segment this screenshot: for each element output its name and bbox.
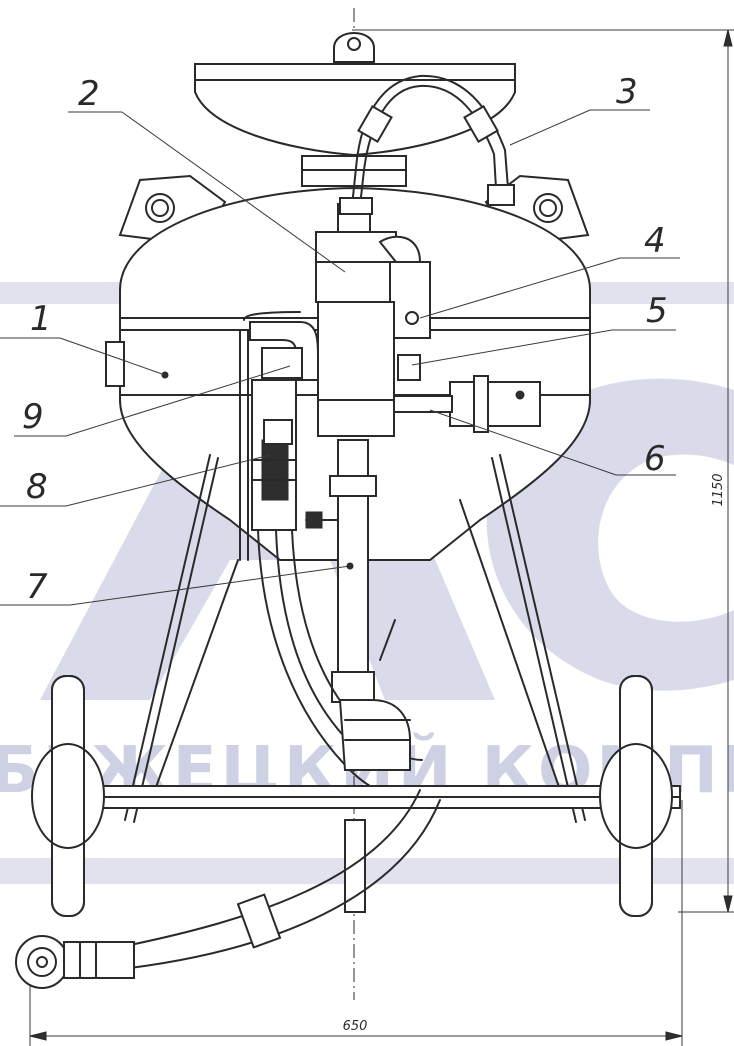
hopper-funnel (194, 63, 516, 157)
sandblast-machine (15, 32, 681, 989)
callout-7: 7 (26, 567, 48, 607)
callout-5: 5 (646, 291, 668, 331)
callout-1: 1 (30, 299, 52, 339)
height-dimension: 1150 (352, 29, 734, 913)
callout-4: 4 (644, 221, 666, 261)
width-dimension-label: 650 (343, 1019, 368, 1034)
left-wheel (31, 675, 105, 917)
callout-2: 2 (78, 74, 100, 114)
width-dimension: 650 (29, 800, 683, 1046)
left-leg (124, 454, 211, 821)
hose-clamp (344, 819, 366, 913)
callouts: 1 2 3 4 5 6 7 8 9 (0, 72, 680, 607)
nozzle (15, 935, 135, 989)
callout-8: 8 (26, 467, 48, 507)
callout-6: 6 (644, 439, 666, 479)
right-leg (499, 454, 586, 821)
right-wheel (599, 675, 673, 917)
valve-handle (449, 381, 541, 427)
pressure-regulator (389, 261, 431, 339)
callout-9: 9 (22, 397, 44, 437)
callout-3: 3 (616, 72, 638, 112)
height-dimension-label: 1150 (711, 473, 726, 506)
